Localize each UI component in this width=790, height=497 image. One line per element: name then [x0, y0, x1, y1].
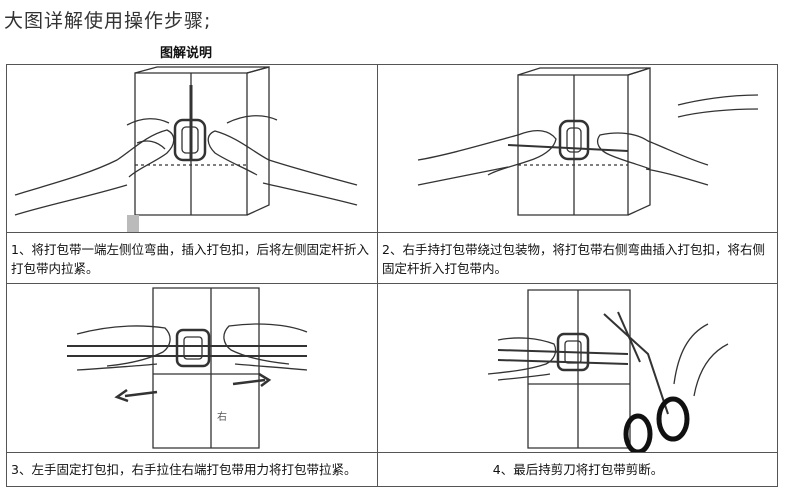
- step-2-caption: 2、右手持打包带绕过包装物，将打包带右侧弯曲插入打包扣，将右侧固定杆折入打包带内…: [382, 242, 765, 276]
- instruction-grid: 右 1、将打包带一端左侧位弯曲，插入打包扣，后将左侧固定杆折入打包带内拉紧。 2…: [6, 64, 778, 487]
- step-3-illustration: 右: [7, 284, 377, 452]
- grid-divider-vertical: [377, 65, 378, 486]
- grid-divider-middle: [7, 283, 777, 284]
- page-title: 大图详解使用操作步骤;: [4, 10, 212, 32]
- box-mark: 右: [217, 412, 227, 423]
- step-2-illustration: [378, 65, 778, 232]
- step-4-illustration: [378, 284, 778, 452]
- grid-divider-caption2: [7, 452, 777, 453]
- section-subtitle: 图解说明: [160, 46, 213, 61]
- step-1-illustration: [7, 65, 377, 232]
- grid-divider-caption1: [7, 232, 777, 233]
- step-4-caption: 4、最后持剪刀将打包带剪断。: [492, 462, 664, 477]
- step-1-caption: 1、将打包带一端左侧位弯曲，插入打包扣，后将左侧固定杆折入打包带内拉紧。: [11, 242, 369, 276]
- step-3-caption: 3、左手固定打包扣，右手拉住右端打包带用力将打包带拉紧。: [11, 462, 357, 477]
